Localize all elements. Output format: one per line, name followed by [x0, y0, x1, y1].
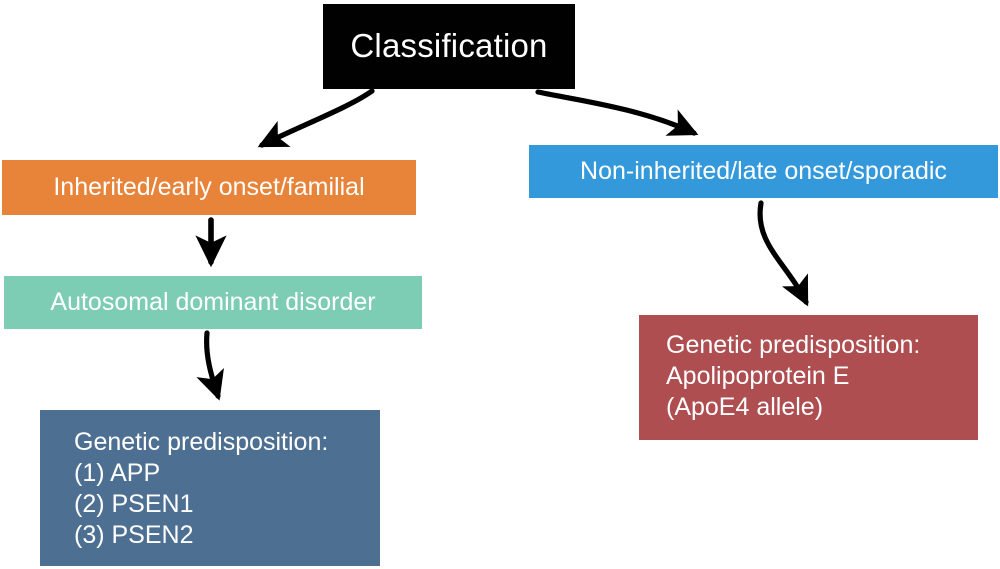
node-genetic-predisposition-familial[interactable]: Genetic predisposition: (1) APP (2) PSEN…	[40, 410, 380, 566]
edge-autosomal-to-genetic-familial	[196, 330, 224, 401]
node-autosomal-label: Autosomal dominant disorder	[50, 288, 376, 316]
node-inherited-label: Inherited/early onset/familial	[53, 173, 365, 201]
edge-non-inherited-to-genetic-sporadic	[757, 200, 809, 307]
node-inherited-early-onset-familial[interactable]: Inherited/early onset/familial	[2, 160, 416, 215]
node-genetic-predisposition-sporadic[interactable]: Genetic predisposition: Apolipoprotein E…	[639, 315, 978, 440]
edge-root-to-non-inherited	[535, 89, 699, 136]
edge-root-to-inherited	[257, 88, 375, 148]
node-classification-label: Classification	[350, 27, 548, 65]
node-autosomal-dominant-disorder[interactable]: Autosomal dominant disorder	[4, 276, 422, 329]
node-non-inherited-late-onset-sporadic[interactable]: Non-inherited/late onset/sporadic	[529, 145, 998, 198]
node-genetic-familial-label: Genetic predisposition: (1) APP (2) PSEN…	[74, 428, 329, 549]
node-non-inherited-label: Non-inherited/late onset/sporadic	[580, 157, 947, 185]
node-genetic-sporadic-label: Genetic predisposition: Apolipoprotein E…	[666, 331, 921, 421]
node-classification[interactable]: Classification	[323, 4, 575, 89]
